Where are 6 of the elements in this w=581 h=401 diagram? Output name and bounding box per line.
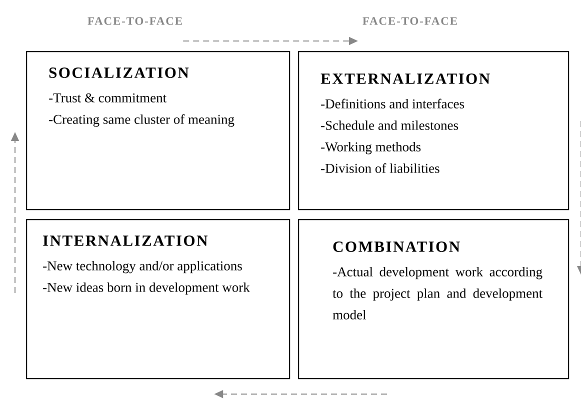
text-box: INTERNALIZATION -New technology and/or applications -New ideas born in development work <box>26 219 290 380</box>
face-to-face-label: FACE-TO-FACE <box>88 17 182 25</box>
face-to-face-label: FACE-TO-FACE <box>362 17 457 25</box>
text-box: EXTERNALIZATION -Definitions and interfaces -Schedule and milestones -Working methods -Division of liabilities <box>298 51 570 210</box>
text-box: SOCIALIZATION -Trust & commitment -Creating same cluster of meaning <box>26 51 290 210</box>
text-box: COMBINATION -Actual development work according to the project plan and development model <box>298 219 570 380</box>
